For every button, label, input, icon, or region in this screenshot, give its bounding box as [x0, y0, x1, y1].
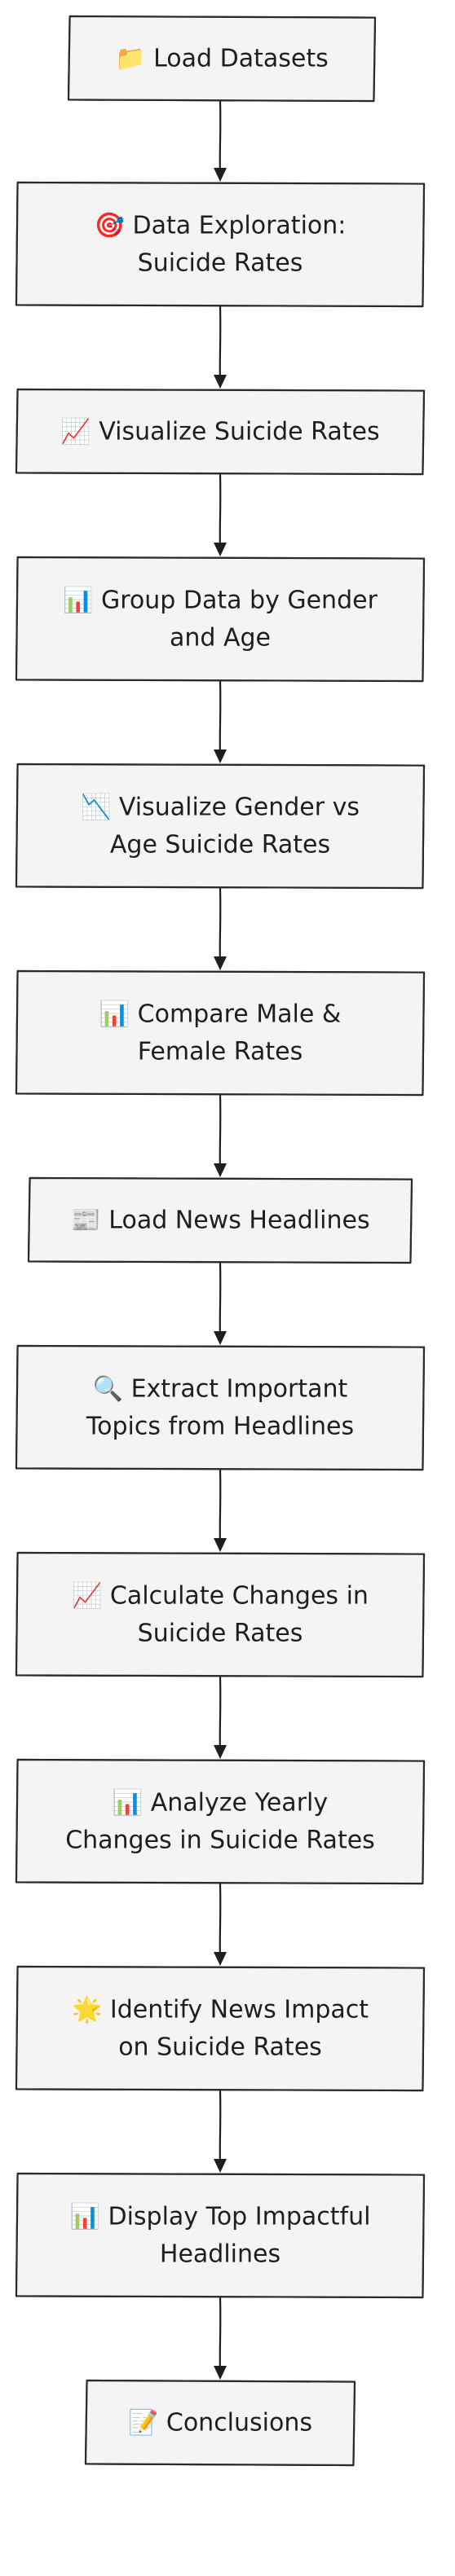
- arrow-head-icon: [214, 1538, 227, 1552]
- edge-line: [219, 2090, 222, 2163]
- arrow-head-icon: [214, 2366, 227, 2380]
- node-label-line-1: 📰 Load News Headlines: [70, 1207, 369, 1235]
- edge-line: [219, 1676, 222, 1749]
- flow-edge-visualize-gender-age-to-compare-rates: [214, 887, 227, 970]
- flow-edge-load-news-to-extract-topics: [214, 1262, 227, 1345]
- node-label-line-1: 📊 Group Data by Gender: [63, 586, 378, 615]
- node-label-line-1: 📝 Conclusions: [128, 2408, 312, 2438]
- arrow-head-icon: [214, 1163, 227, 1177]
- flow-edge-identify-impact-to-display-headlines: [214, 2090, 227, 2173]
- flow-edge-group-data-to-visualize-gender-age: [214, 680, 227, 763]
- edges-layer: [214, 100, 227, 2380]
- edge-line: [219, 1262, 222, 1335]
- edge-line: [219, 473, 222, 547]
- node-outline: [27, 1176, 413, 1264]
- flow-edge-extract-topics-to-calculate-changes: [214, 1469, 227, 1552]
- node-outline: [15, 1758, 426, 1885]
- edge-line: [219, 2297, 222, 2370]
- arrow-head-icon: [214, 750, 227, 763]
- node-label-line-2: Headlines: [160, 2240, 281, 2269]
- arrow-head-icon: [214, 956, 227, 970]
- flow-node-compare-rates: 📊 Compare Male & Female Rates: [15, 969, 426, 1097]
- node-label-line-2: Suicide Rates: [138, 1620, 303, 1648]
- flow-node-group-data: 📊 Group Data by Gender and Age: [15, 556, 426, 683]
- arrow-head-icon: [214, 1745, 227, 1759]
- node-outline: [15, 763, 426, 890]
- node-label-line-2: Topics from Headlines: [86, 1413, 354, 1441]
- arrow-head-icon: [214, 543, 227, 556]
- flow-edge-display-headlines-to-conclusions: [214, 2297, 227, 2380]
- node-outline: [15, 2172, 426, 2299]
- node-label-line-1: 🎯 Data Exploration:: [95, 212, 347, 240]
- node-outline: [15, 969, 426, 1097]
- node-label-line-2: Changes in Suicide Rates: [65, 1826, 375, 1855]
- flow-edge-visualize-rates-to-group-data: [214, 473, 227, 556]
- node-outline: [15, 1965, 426, 2092]
- flow-node-load-news: 📰 Load News Headlines: [27, 1176, 413, 1264]
- node-label-line-1: 📈 Calculate Changes in: [72, 1581, 369, 1611]
- node-outline: [84, 2379, 356, 2467]
- node-outline: [15, 556, 426, 683]
- arrow-head-icon: [214, 1331, 227, 1345]
- node-outline: [15, 388, 426, 476]
- flow-node-load-datasets: 📁 Load Datasets: [67, 15, 377, 103]
- node-outline: [15, 181, 426, 308]
- node-label-line-1: 📈 Visualize Suicide Rates: [60, 417, 379, 446]
- node-label-line-1: 📊 Analyze Yearly: [113, 1788, 328, 1818]
- flow-edge-analyze-yearly-to-identify-impact: [214, 1883, 227, 1966]
- node-label-line-1: 📉 Visualize Gender vs: [81, 793, 360, 822]
- edge-line: [219, 1094, 222, 1167]
- flow-node-conclusions: 📝 Conclusions: [84, 2379, 356, 2467]
- node-label-line-2: Age Suicide Rates: [110, 831, 330, 859]
- flow-node-identify-impact: 🌟 Identify News Impact on Suicide Rates: [15, 1965, 426, 2092]
- node-label-line-2: Female Rates: [138, 1038, 303, 1066]
- flow-node-calculate-changes: 📈 Calculate Changes in Suicide Rates: [15, 1551, 426, 1678]
- flow-node-data-exploration: 🎯 Data Exploration: Suicide Rates: [15, 181, 426, 308]
- node-label-line-1: 🔍 Extract Important: [93, 1373, 348, 1404]
- edge-line: [219, 100, 222, 172]
- node-label-line-2: and Age: [170, 624, 271, 653]
- edge-line: [219, 887, 222, 961]
- arrow-head-icon: [214, 2159, 227, 2173]
- arrow-head-icon: [214, 168, 227, 182]
- edge-line: [219, 306, 222, 379]
- edge-line: [219, 1883, 222, 1956]
- node-outline: [15, 1344, 426, 1471]
- node-label-line-2: on Suicide Rates: [118, 2033, 322, 2062]
- node-outline: [67, 15, 377, 103]
- flow-edge-compare-rates-to-load-news: [214, 1094, 227, 1177]
- flow-edge-calculate-changes-to-analyze-yearly: [214, 1676, 227, 1759]
- node-label-line-2: Suicide Rates: [138, 249, 303, 278]
- edge-line: [219, 680, 222, 754]
- node-label-line-1: 📊 Display Top Impactful: [70, 2202, 371, 2231]
- node-outline: [15, 1551, 426, 1678]
- flow-node-visualize-gender-age: 📉 Visualize Gender vs Age Suicide Rates: [15, 763, 426, 890]
- flow-edge-load-datasets-to-data-exploration: [214, 100, 227, 182]
- flow-node-visualize-rates: 📈 Visualize Suicide Rates: [15, 388, 426, 476]
- nodes-layer: 📁 Load Datasets 🎯 Data Exploration: Suicid…: [15, 15, 426, 2467]
- flow-edge-data-exploration-to-visualize-rates: [214, 306, 227, 389]
- arrow-head-icon: [214, 1952, 227, 1966]
- node-label-line-1: 📊 Compare Male &: [99, 1000, 342, 1029]
- edge-line: [219, 1469, 222, 1542]
- arrow-head-icon: [214, 375, 227, 389]
- node-label-line-1: 📁 Load Datasets: [115, 45, 329, 73]
- node-label-line-1: 🌟 Identify News Impact: [72, 1995, 369, 2024]
